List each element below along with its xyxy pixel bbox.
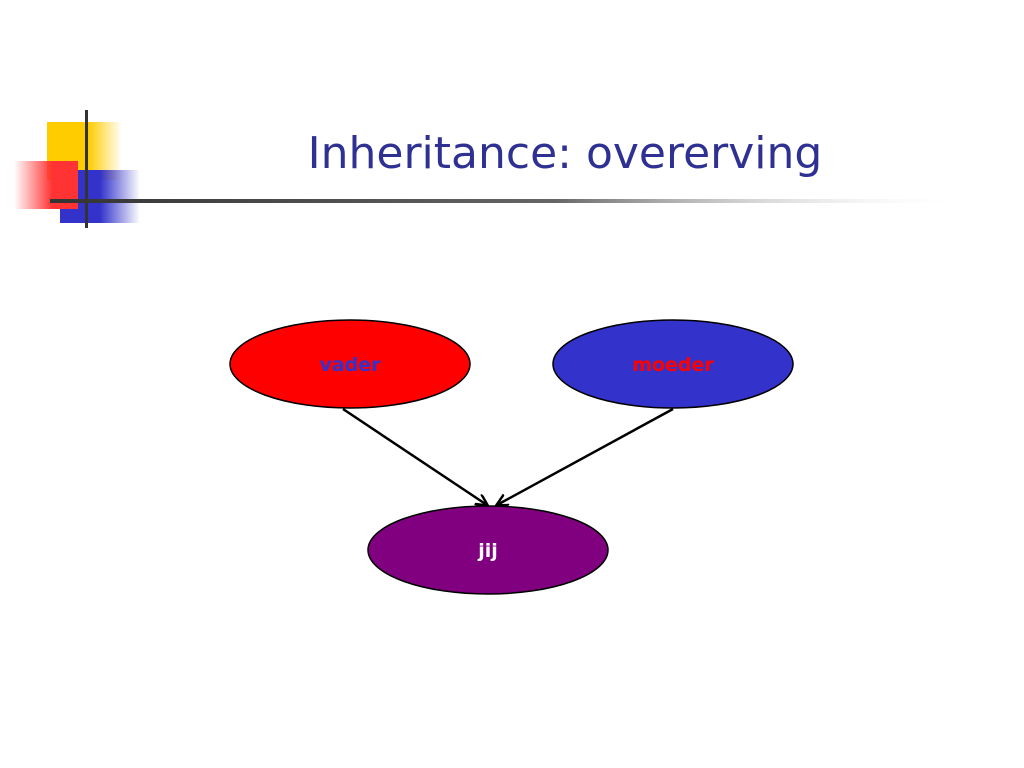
node-jij-label: jij <box>477 540 498 562</box>
node-vader-ellipse <box>229 319 471 409</box>
node-vader-label: vader <box>319 354 381 376</box>
node-jij-ellipse <box>367 505 609 595</box>
title-rule <box>50 199 970 203</box>
node-moeder-ellipse <box>552 319 794 409</box>
edge-moeder-to-jij <box>497 407 674 505</box>
slide-title: Inheritance: overerving <box>307 128 823 179</box>
node-vader: vader <box>229 319 471 409</box>
node-jij: jij <box>367 505 609 595</box>
node-moeder: moeder <box>552 319 794 409</box>
edge-vader-to-jij <box>342 407 487 505</box>
node-moeder-label: moeder <box>632 354 714 376</box>
slide-decoration <box>14 110 970 228</box>
decor-vertical-line <box>85 110 88 228</box>
